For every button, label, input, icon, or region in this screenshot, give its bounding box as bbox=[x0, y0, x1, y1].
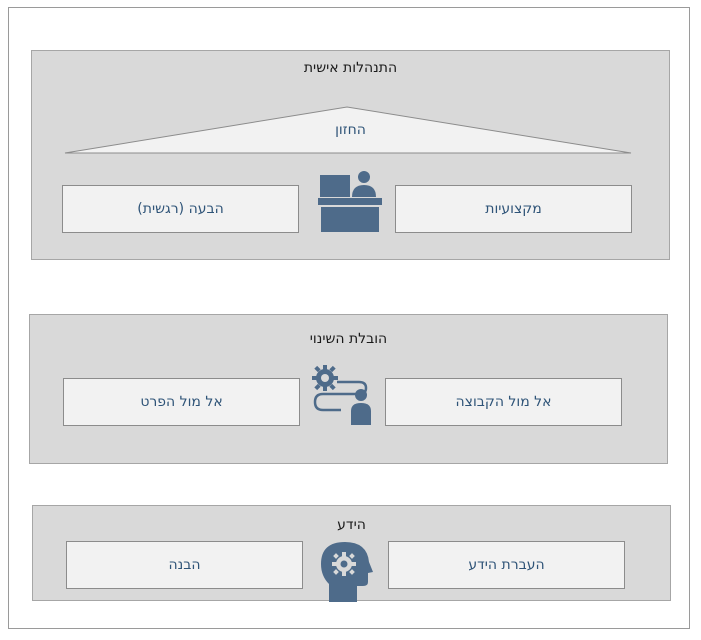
head-gear-icon bbox=[321, 542, 373, 602]
desk-person-icon bbox=[318, 171, 382, 232]
vision-label: החזון bbox=[335, 122, 366, 138]
knowledge-title: הידע bbox=[337, 517, 366, 533]
facing-individual-box: אל מול הפרט bbox=[63, 378, 300, 426]
facing-group-box: אל מול הקבוצה bbox=[385, 378, 622, 426]
professionalism-box: מקצועיות bbox=[395, 185, 632, 233]
leading-change-panel: הובלת השינוי אל מול הפרט אל מול הקבוצה bbox=[29, 314, 668, 464]
gear-path-person-icon bbox=[312, 365, 371, 425]
personal-conduct-panel: התנהלות אישית החזון הבעה (רגשית) מקצועיו… bbox=[31, 50, 670, 260]
personal-conduct-title: התנהלות אישית bbox=[303, 60, 398, 76]
understanding-box: הבנה bbox=[66, 541, 303, 589]
knowledge-panel: הידע הבנה העברת הידע bbox=[32, 505, 671, 602]
leading-change-title: הובלת השינוי bbox=[309, 331, 388, 347]
emotional-expression-box: הבעה (רגשית) bbox=[62, 185, 299, 233]
vision-roof-shape bbox=[64, 106, 632, 154]
knowledge-transfer-box: העברת הידע bbox=[388, 541, 625, 589]
